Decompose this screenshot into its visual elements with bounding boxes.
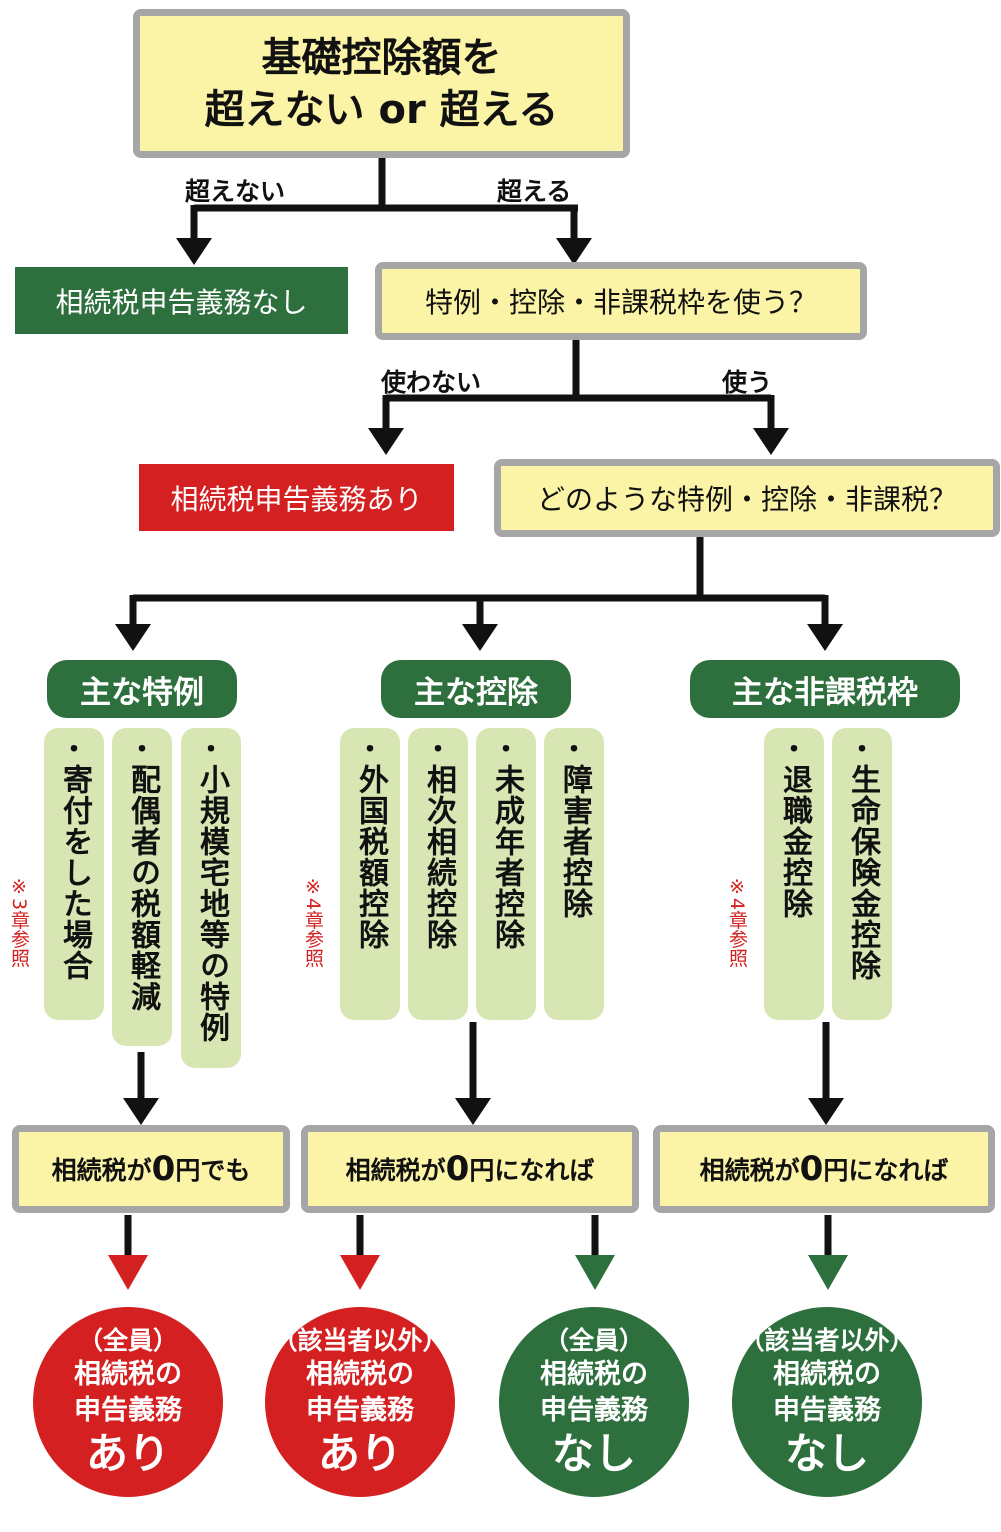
condition-zero: 0 [445,1149,470,1189]
result-verdict: なし [551,1429,636,1478]
chapter-note-3: ※3章参照 [8,876,30,968]
result-line-2: 申告義務 [540,1395,648,1426]
branch-label-not-use: 使わない [381,368,482,397]
question-line-1: 基礎控除額を [261,34,502,81]
condition-zero: 0 [799,1149,824,1189]
item-spouse-reduction: ・ 配偶者の税額軽減 [112,728,172,1046]
branch-label-not-exceed: 超えない [185,177,286,206]
question-line-2: 超えない or 超える [204,86,559,133]
result-scope: （全員） [543,1326,644,1355]
bullet: ・ [60,735,87,765]
branch-label-use: 使う [722,368,773,397]
condition-prefix: 相続税が [699,1156,800,1185]
result-scope: （該当者以外） [739,1326,915,1355]
chapter-note-4b: ※4章参照 [726,876,748,968]
bullet: ・ [356,735,383,765]
condition-prefix: 相続税が [51,1156,152,1185]
result-all-duty: （全員） 相続税の 申告義務 あり [33,1307,223,1497]
bullet: ・ [560,735,587,765]
item-label: 寄付をした場合 [57,764,92,981]
item-label: 小規模宅地等の特例 [194,764,229,1043]
item-label: 退職金控除 [777,764,812,919]
question-which-type: どのような特例・控除・非課税？ [494,459,1000,537]
item-label: 外国税額控除 [353,764,388,950]
category-header-deduction: 主な控除 [381,660,571,718]
item-small-land: ・ 小規模宅地等の特例 [181,728,241,1068]
result-line-1: 相続税の [773,1359,881,1390]
result-others-duty: （該当者以外） 相続税の 申告義務 あり [265,1307,455,1497]
result-all-no-duty: （全員） 相続税の 申告義務 なし [499,1307,689,1497]
result-others-no-duty: （該当者以外） 相続税の 申告義務 なし [732,1307,922,1497]
bullet: ・ [128,735,155,765]
item-foreign-tax: ・ 外国税額控除 [340,728,400,1020]
item-label: 障害者控除 [557,764,592,919]
result-line-1: 相続税の [306,1359,414,1390]
condition-suffix: 円になれば [469,1156,595,1185]
result-verdict: あり [317,1429,402,1478]
result-line-2: 申告義務 [306,1395,414,1426]
result-line-1: 相続税の [540,1359,648,1390]
result-scope: （全員） [77,1326,178,1355]
branch-label-exceed: 超える [497,177,572,206]
item-donation: ・ 寄付をした場合 [44,728,104,1020]
item-life-insurance: ・ 生命保険金控除 [832,728,892,1020]
no-filing-duty-box: 相続税申告義務なし [15,267,348,334]
item-label: 生命保険金控除 [845,764,880,981]
filing-duty-box: 相続税申告義務あり [139,464,454,531]
result-line-1: 相続税の [74,1359,182,1390]
chapter-note-4a: ※4章参照 [302,876,324,968]
result-line-2: 申告義務 [773,1395,881,1426]
condition-suffix: 円でも [175,1156,251,1185]
result-verdict: あり [85,1429,170,1478]
condition-suffix: 円になれば [823,1156,949,1185]
condition-prefix: 相続税が [345,1156,446,1185]
item-label: 未成年者控除 [489,764,524,950]
bullet: ・ [197,735,224,765]
item-disabled: ・ 障害者控除 [544,728,604,1020]
condition-zero: 0 [151,1149,176,1189]
bullet: ・ [780,735,807,765]
question-basic-deduction: 基礎控除額を 超えない or 超える [133,9,630,158]
bullet: ・ [424,735,451,765]
item-successive-inheritance: ・ 相次相続控除 [408,728,468,1020]
item-minor: ・ 未成年者控除 [476,728,536,1020]
item-label: 相次相続控除 [421,764,456,950]
item-retirement: ・ 退職金控除 [764,728,824,1020]
condition-box-nontaxable: 相続税が 0 円になれば [653,1125,995,1213]
condition-box-deduction: 相続税が 0 円になれば [301,1125,639,1213]
bullet: ・ [848,735,875,765]
result-scope: （該当者以外） [272,1326,448,1355]
result-verdict: なし [784,1429,869,1478]
item-label: 配偶者の税額軽減 [125,764,160,1012]
result-line-2: 申告義務 [74,1395,182,1426]
condition-box-special: 相続税が 0 円でも [12,1125,290,1213]
question-use-special: 特例・控除・非課税枠を使う？ [375,262,867,340]
category-header-special: 主な特例 [47,660,237,718]
bullet: ・ [492,735,519,765]
category-header-nontaxable: 主な非課税枠 [690,660,960,718]
